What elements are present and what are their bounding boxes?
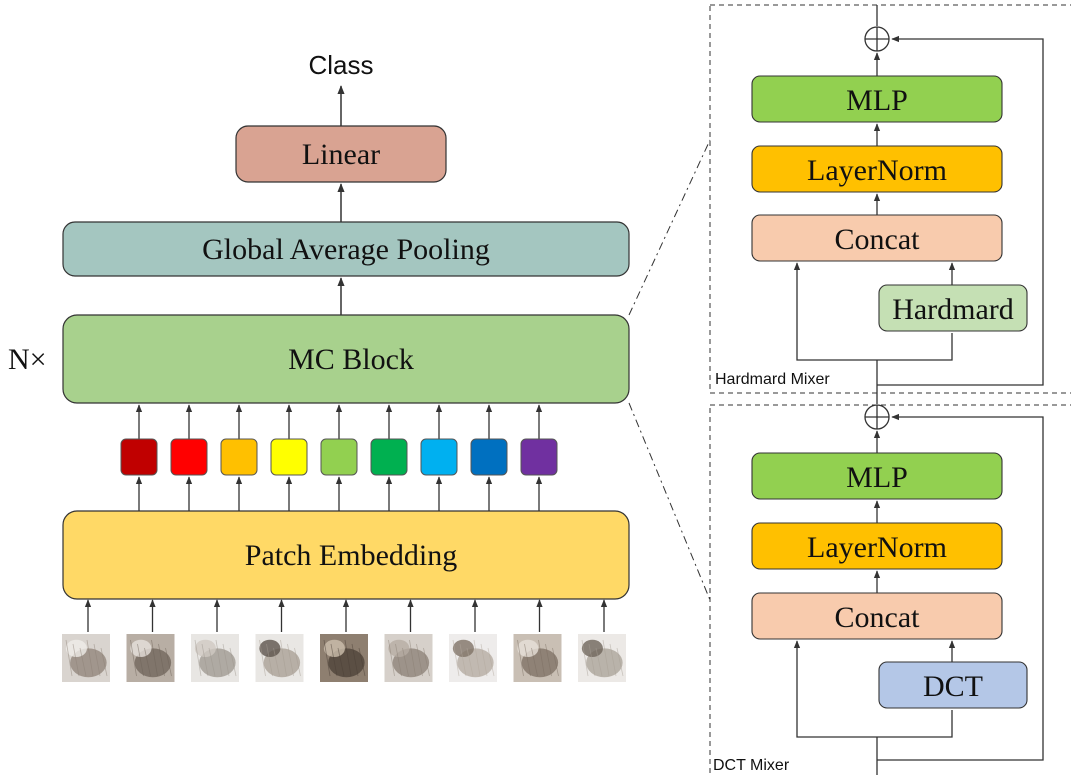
- image-patch: [449, 634, 497, 682]
- hm-concat-label: Concat: [835, 223, 921, 256]
- repeat-label: N×: [8, 343, 47, 376]
- image-patch: [320, 634, 368, 682]
- token-square: [170, 438, 208, 476]
- token-square: [320, 438, 358, 476]
- hm-op-box: [878, 284, 1028, 332]
- hardmard-mixer-panel: MLP LayerNorm Concat Hardmard Hardmard M…: [709, 4, 1071, 394]
- image-patch: [513, 634, 562, 682]
- gap-label: Global Average Pooling: [202, 233, 490, 266]
- image-patch: [126, 634, 175, 682]
- token-square: [470, 438, 508, 476]
- token-square: [420, 438, 458, 476]
- hm-add-icon: [864, 26, 890, 52]
- zoom-connector-top: [628, 139, 711, 316]
- dct-op-box: [878, 661, 1028, 709]
- token-row: [120, 404, 558, 511]
- image-patch: [578, 634, 626, 682]
- hm-concat-box: [751, 214, 1003, 262]
- dct-mlp-box: [751, 452, 1003, 500]
- token-square: [520, 438, 558, 476]
- hm-mlp-label: MLP: [846, 84, 908, 117]
- patch-embedding-box: [62, 510, 630, 600]
- dct-branch-left: [793, 640, 877, 738]
- token-square: [370, 438, 408, 476]
- dct-mixer-panel: MLP LayerNorm Concat DCT DCT Mixer: [709, 393, 1071, 775]
- dct-concat-label: Concat: [835, 601, 921, 634]
- dct-mixer-frame: [709, 404, 1071, 775]
- image-patch: [62, 634, 110, 682]
- hm-layernorm-box: [751, 145, 1003, 193]
- linear-label: Linear: [302, 138, 380, 171]
- linear-box: [235, 125, 447, 183]
- dct-layernorm-box: [751, 522, 1003, 570]
- hm-layernorm-label: LayerNorm: [807, 154, 947, 187]
- hardmard-mixer-title: Hardmard Mixer: [715, 371, 830, 388]
- token-square: [220, 438, 258, 476]
- hardmard-mixer-frame: [709, 4, 1071, 394]
- dct-concat-box: [751, 592, 1003, 640]
- dct-mlp-label: MLP: [846, 461, 908, 494]
- image-patch: [384, 634, 433, 682]
- hm-residual-path: [877, 35, 1044, 386]
- token-square: [270, 438, 308, 476]
- image-patch: [255, 634, 304, 682]
- dct-residual-path: [877, 413, 1044, 761]
- dct-layernorm-label: LayerNorm: [807, 531, 947, 564]
- class-label: Class: [308, 50, 373, 80]
- mc-block-label: MC Block: [288, 343, 414, 376]
- zoom-connector-bottom: [628, 402, 711, 601]
- hm-branch-right: [877, 333, 953, 361]
- gap-box: [62, 221, 630, 277]
- hm-branch-left: [793, 262, 877, 361]
- token-square: [120, 438, 158, 476]
- image-patch: [191, 634, 239, 682]
- image-patch-row: [62, 599, 626, 682]
- hm-mlp-box: [751, 75, 1003, 123]
- hm-op-label: Hardmard: [892, 293, 1014, 326]
- dct-mixer-title: DCT Mixer: [713, 757, 790, 774]
- main-pipeline: Class Linear Global Average Pooling N× M…: [8, 50, 630, 682]
- dct-add-icon: [864, 404, 890, 430]
- mc-block-box: [62, 314, 630, 404]
- dct-op-label: DCT: [923, 670, 983, 703]
- dct-branch-right: [877, 710, 953, 738]
- patch-embedding-label: Patch Embedding: [245, 539, 457, 572]
